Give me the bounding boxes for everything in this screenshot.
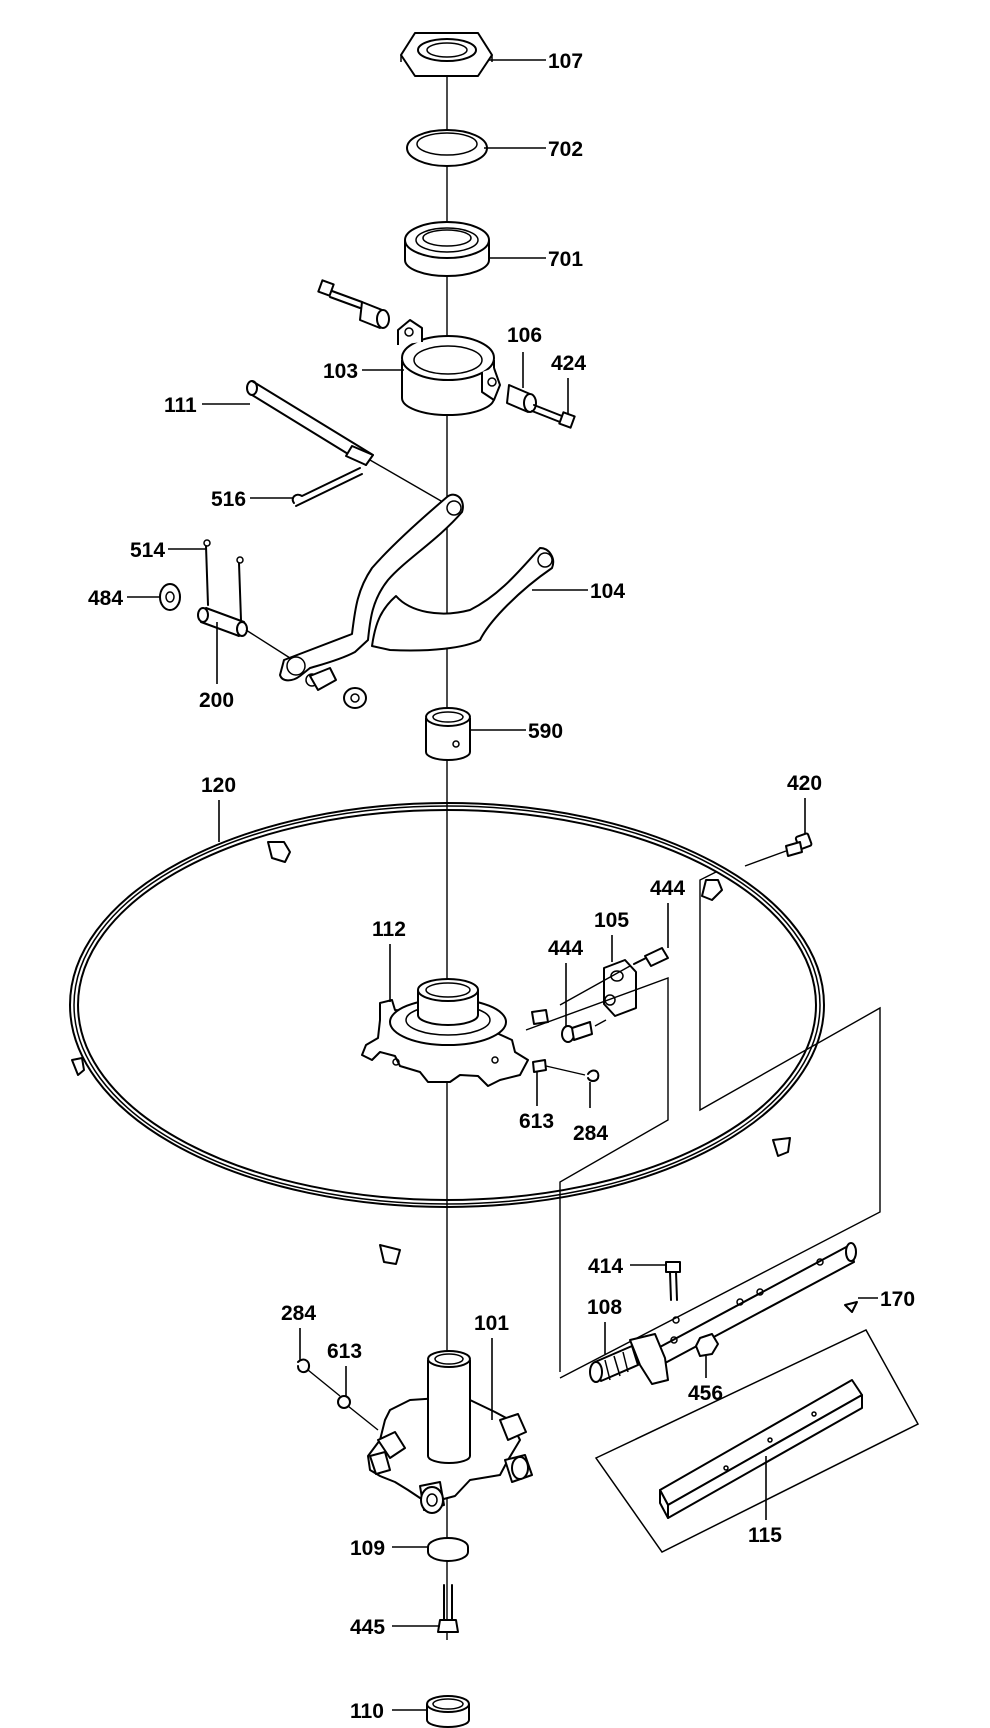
part-106-spacer <box>506 384 537 413</box>
callout-445: 445 <box>350 1616 385 1639</box>
part-111-long-pin <box>246 380 449 506</box>
part-445-bolt <box>437 1584 459 1633</box>
callout-444-lower: 444 <box>548 937 583 960</box>
part-590-bushing <box>425 707 471 761</box>
callout-514: 514 <box>130 539 165 562</box>
part-613-fitting-lower <box>337 1395 379 1431</box>
callout-484: 484 <box>88 587 123 610</box>
callout-105: 105 <box>594 909 629 932</box>
callout-702: 702 <box>548 138 583 161</box>
callout-590: 590 <box>528 720 563 743</box>
callout-613: 613 <box>519 1110 554 1133</box>
callout-104: 104 <box>590 580 625 603</box>
part-284-clip-upper <box>587 1069 600 1082</box>
routing-frames <box>525 871 881 1379</box>
part-200-pin <box>197 607 291 659</box>
part-701-bearing <box>404 221 490 277</box>
part-101-spider-hub <box>367 1350 533 1514</box>
callout-112: 112 <box>372 918 406 941</box>
callout-106: 106 <box>507 324 542 347</box>
callout-115: 115 <box>748 1524 782 1547</box>
part-108-shaft <box>589 1242 857 1385</box>
callout-109: 109 <box>350 1537 385 1560</box>
part-104-yoke-arm <box>279 493 555 691</box>
callout-613-lower: 613 <box>327 1340 362 1363</box>
callout-120: 120 <box>201 774 236 797</box>
callout-200: 200 <box>199 689 234 712</box>
callout-420: 420 <box>787 772 822 795</box>
part-103-housing <box>397 319 501 416</box>
part-444-screw-lower <box>561 1019 607 1043</box>
part-110-cup <box>426 1695 470 1728</box>
part-284-clip-lower <box>297 1358 341 1397</box>
callout-labels: 107 702 701 106 424 103 111 516 514 484 … <box>88 50 915 1723</box>
part-514-cotter-pins <box>203 539 244 621</box>
callout-284: 284 <box>573 1122 608 1145</box>
callout-111: 111 <box>164 394 197 417</box>
callout-107: 107 <box>548 50 583 73</box>
part-702-washer <box>406 129 488 167</box>
part-spacer-upper-left <box>359 301 390 329</box>
callout-444: 444 <box>650 877 685 900</box>
callout-170: 170 <box>880 1288 915 1311</box>
part-516-cotter-pin <box>291 467 363 507</box>
callout-516: 516 <box>211 488 246 511</box>
callout-701: 701 <box>548 248 583 271</box>
callout-108: 108 <box>587 1296 622 1319</box>
part-bolt-upper-left <box>317 279 363 309</box>
callout-101: 101 <box>474 1312 509 1335</box>
part-456-nut <box>695 1333 719 1357</box>
part-109-washer <box>427 1537 469 1562</box>
part-120-ring <box>69 802 825 1265</box>
part-105-clamp-block <box>603 959 637 1017</box>
part-115-blade <box>594 1329 920 1553</box>
part-424-bolt <box>531 404 576 429</box>
part-420-bolt <box>744 832 813 867</box>
part-107-hex-nut <box>400 32 493 77</box>
callout-110: 110 <box>350 1700 384 1723</box>
part-613-fitting-upper <box>532 1059 586 1076</box>
part-484-washer <box>159 583 181 611</box>
leader-lines <box>127 59 878 1711</box>
callout-456: 456 <box>688 1382 723 1405</box>
callout-103: 103 <box>323 360 358 383</box>
part-112-hub-plate <box>361 978 549 1087</box>
callout-284-lower: 284 <box>281 1302 316 1325</box>
part-414-bolt <box>665 1261 681 1301</box>
callout-414: 414 <box>588 1255 623 1278</box>
part-small-washer <box>343 687 367 709</box>
part-444-screw-upper <box>559 947 669 1006</box>
callout-424: 424 <box>551 352 586 375</box>
part-170-screw <box>844 1301 858 1313</box>
